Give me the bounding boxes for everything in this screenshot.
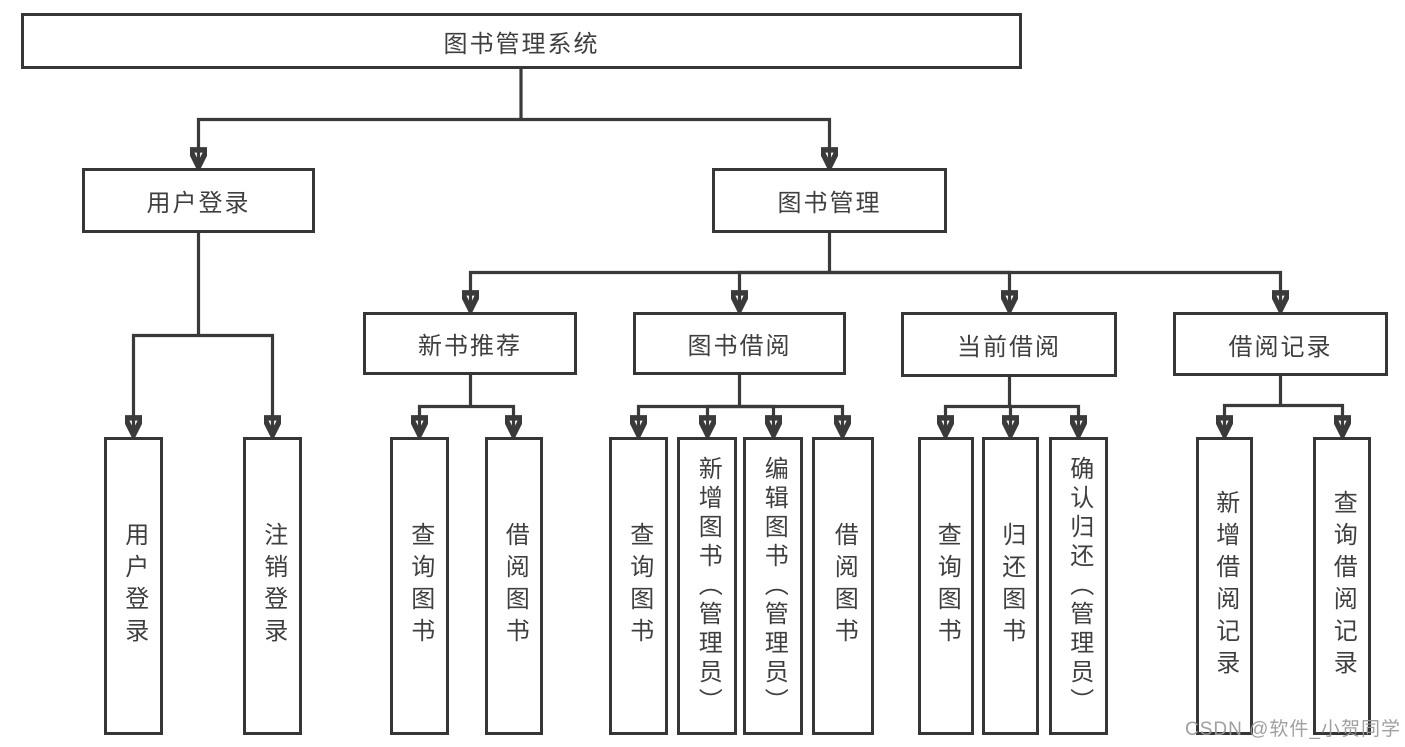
leaf-bb-add-books-admin: 新增图书（管理员） xyxy=(677,437,737,735)
edge-cb-to-query xyxy=(946,404,1010,435)
edge-root-to-book-management xyxy=(521,117,830,167)
leaf-cb-query-books: 查询图书 xyxy=(918,437,974,735)
node-book-management: 图书管理 xyxy=(712,168,947,233)
leaf-br-add-record: 新增借阅记录 xyxy=(1196,437,1253,735)
leaf-logout: 注销登录 xyxy=(243,437,302,735)
leaf-logout-label: 注销登录 xyxy=(259,522,287,650)
leaf-nb-query-books: 查询图书 xyxy=(390,437,449,735)
node-borrowing-records: 借阅记录 xyxy=(1173,312,1388,376)
node-current-borrowing-label: 当前借阅 xyxy=(957,334,1061,361)
leaf-cb-return-books: 归还图书 xyxy=(982,437,1039,735)
edge-cb-to-return xyxy=(1010,404,1011,435)
edge-bb-to-edit xyxy=(739,404,774,435)
node-current-borrowing: 当前借阅 xyxy=(901,312,1117,377)
node-book-borrowing-label: 图书借阅 xyxy=(687,333,792,360)
leaf-bb-edit-books-admin: 编辑图书（管理员） xyxy=(743,437,803,735)
leaf-cb-confirm-return-admin: 确认归还（管理员） xyxy=(1049,437,1108,735)
edge-bb-to-add xyxy=(708,404,740,435)
leaf-bb-borrow-books: 借阅图书 xyxy=(812,437,874,735)
node-book-management-label: 图书管理 xyxy=(777,190,882,217)
edge-user-login-to-login xyxy=(134,333,199,435)
edge-bb-to-borrow xyxy=(739,404,843,435)
leaf-bb-edit-books-admin-label: 编辑图书（管理员） xyxy=(760,455,788,717)
node-borrowing-records-label: 借阅记录 xyxy=(1228,333,1333,361)
leaf-cb-return-books-label: 归还图书 xyxy=(997,522,1025,650)
leaf-user-login-label: 用户登录 xyxy=(120,522,148,650)
edge-nb-to-query xyxy=(420,404,471,435)
leaf-nb-borrow-books: 借阅图书 xyxy=(485,437,543,735)
node-new-book-recommendation-label: 新书推荐 xyxy=(418,333,522,360)
edge-bm-to-borrowing-records xyxy=(829,270,1281,310)
leaf-nb-borrow-books-label: 借阅图书 xyxy=(501,522,529,650)
leaf-bb-borrow-books-label: 借阅图书 xyxy=(830,522,858,650)
node-user-login: 用户登录 xyxy=(82,168,315,233)
leaf-bb-add-books-admin-label: 新增图书（管理员） xyxy=(694,455,722,717)
leaf-br-query-record: 查询借阅记录 xyxy=(1313,437,1371,735)
leaf-bb-query-books-label: 查询图书 xyxy=(625,522,653,650)
edge-root-to-user-login xyxy=(199,117,521,167)
edge-bm-to-book-borrowing xyxy=(740,270,830,310)
leaf-br-query-record-label: 查询借阅记录 xyxy=(1329,490,1357,682)
node-user-login-label: 用户登录 xyxy=(146,190,251,217)
edge-br-to-add xyxy=(1225,403,1281,435)
edge-user-login-to-logout xyxy=(198,333,273,435)
leaf-cb-confirm-return-admin-label: 确认归还（管理员） xyxy=(1065,455,1093,717)
leaf-bb-query-books: 查询图书 xyxy=(609,437,668,735)
leaf-user-login: 用户登录 xyxy=(104,437,163,735)
node-book-borrowing: 图书借阅 xyxy=(633,312,846,375)
edge-bb-to-query xyxy=(639,404,740,435)
edge-bm-to-current-borrowing xyxy=(829,270,1010,310)
leaf-nb-query-books-label: 查询图书 xyxy=(406,522,434,650)
edge-bm-to-new-books xyxy=(471,270,830,310)
leaf-cb-query-books-label: 查询图书 xyxy=(933,522,961,650)
edge-br-to-query xyxy=(1280,403,1343,435)
leaf-br-add-record-label: 新增借阅记录 xyxy=(1211,490,1239,682)
node-root: 图书管理系统 xyxy=(21,13,1022,69)
watermark: CSDN @软件_小贺同学 xyxy=(1185,719,1401,740)
edge-nb-to-borrow xyxy=(470,404,514,435)
edge-cb-to-confirm xyxy=(1009,404,1079,435)
node-root-label: 图书管理系统 xyxy=(443,30,600,58)
node-new-book-recommendation: 新书推荐 xyxy=(363,312,577,375)
